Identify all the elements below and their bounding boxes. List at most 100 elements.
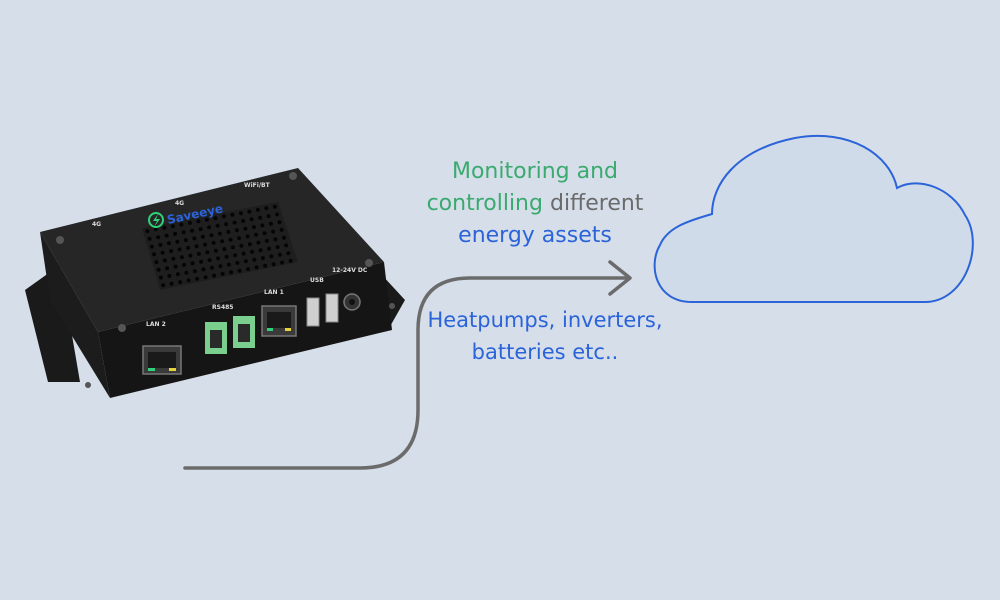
vent-hole — [254, 232, 259, 237]
vent-hole — [196, 219, 201, 224]
vent-hole — [224, 222, 229, 227]
vent-hole — [277, 252, 282, 257]
vent-hole — [222, 247, 227, 252]
vent-hole — [154, 260, 159, 265]
vent-hole — [243, 226, 248, 231]
vent-hole — [217, 231, 222, 236]
vent-hole — [271, 229, 276, 234]
vent-hole — [271, 262, 276, 267]
vent-hole — [169, 281, 174, 286]
vent-hole — [255, 207, 260, 212]
cloud-icon — [653, 134, 974, 303]
vent-hole — [264, 238, 269, 243]
vent-hole — [256, 240, 261, 245]
label-4g-left: 4G — [92, 221, 101, 228]
vent-hole — [203, 275, 208, 280]
vent-hole — [160, 250, 165, 255]
vent-hole — [238, 211, 243, 216]
vent-hole — [258, 215, 263, 220]
vent-hole — [182, 262, 187, 267]
vent-hole — [246, 267, 251, 272]
vent-hole — [243, 259, 248, 264]
vent-hole — [203, 242, 208, 247]
vent-hole — [213, 216, 218, 221]
vent-hole — [215, 223, 220, 228]
vent-hole — [156, 267, 161, 272]
vent-hole — [230, 245, 235, 250]
vent-hole — [237, 268, 242, 273]
vent-hole — [178, 280, 183, 285]
vent-hole — [179, 255, 184, 260]
vent-hole — [234, 228, 239, 233]
vent-hole — [224, 254, 229, 259]
vent-hole — [272, 204, 277, 209]
vent-hole — [184, 270, 189, 275]
vent-hole — [241, 218, 246, 223]
asset-examples: Heatpumps, inverters, batteries etc.. — [420, 304, 670, 368]
vent-hole — [268, 221, 273, 226]
vent-hole — [209, 265, 214, 270]
vent-hole — [269, 254, 274, 259]
vent-hole — [145, 229, 150, 234]
vent-hole — [267, 246, 272, 251]
label-wifi: WiFi/BT — [244, 182, 271, 189]
vent-hole — [207, 258, 212, 263]
vent-hole — [260, 256, 265, 261]
vent-hole — [277, 220, 282, 225]
vent-hole — [239, 243, 244, 248]
label-lan1: LAN 1 — [264, 289, 284, 296]
vent-hole — [173, 231, 178, 236]
label-rs485: RS485 — [212, 304, 233, 311]
vent-hole — [264, 206, 269, 211]
vent-hole — [165, 266, 170, 271]
vent-hole — [152, 252, 157, 257]
vent-hole — [147, 236, 152, 241]
vent-hole — [245, 234, 250, 239]
vent-hole — [241, 251, 246, 256]
vent-hole — [266, 214, 271, 219]
vent-hole — [211, 240, 216, 245]
headline-part2: controlling — [426, 191, 543, 216]
vent-hole — [226, 262, 231, 267]
vent-hole — [200, 234, 205, 239]
vent-hole — [181, 230, 186, 235]
vent-hole — [247, 242, 252, 247]
vent-hole — [275, 212, 280, 217]
vent-hole — [192, 236, 197, 241]
headline: Monitoring and controlling different ene… — [400, 156, 670, 252]
vent-hole — [228, 237, 233, 242]
vent-hole — [235, 260, 240, 265]
vent-hole — [249, 217, 254, 222]
headline-part4: energy assets — [458, 223, 612, 248]
vent-hole — [230, 212, 235, 217]
vent-hole — [198, 227, 203, 232]
vent-hole — [221, 214, 226, 219]
vent-hole — [173, 264, 178, 269]
vent-hole — [201, 267, 206, 272]
vent-hole — [177, 247, 182, 252]
vent-hole — [164, 233, 169, 238]
vent-hole — [161, 283, 166, 288]
vent-hole — [280, 260, 285, 265]
connection-line — [183, 276, 630, 470]
vent-hole — [169, 249, 174, 254]
vent-hole — [158, 275, 163, 280]
vent-hole — [162, 225, 167, 230]
asset-examples-line1: Heatpumps, inverters, — [427, 308, 663, 332]
vent-hole — [158, 242, 163, 247]
vent-hole — [205, 250, 210, 255]
vent-hole — [212, 273, 217, 278]
vent-hole — [166, 241, 171, 246]
vent-hole — [232, 220, 237, 225]
vent-hole — [186, 245, 191, 250]
vent-hole — [153, 227, 158, 232]
vent-hole — [195, 276, 200, 281]
vent-hole — [171, 256, 176, 261]
vent-hole — [273, 237, 278, 242]
label-usb: USB — [310, 277, 324, 284]
vent-hole — [237, 236, 242, 241]
vent-hole — [229, 270, 234, 275]
vent-hole — [226, 229, 231, 234]
